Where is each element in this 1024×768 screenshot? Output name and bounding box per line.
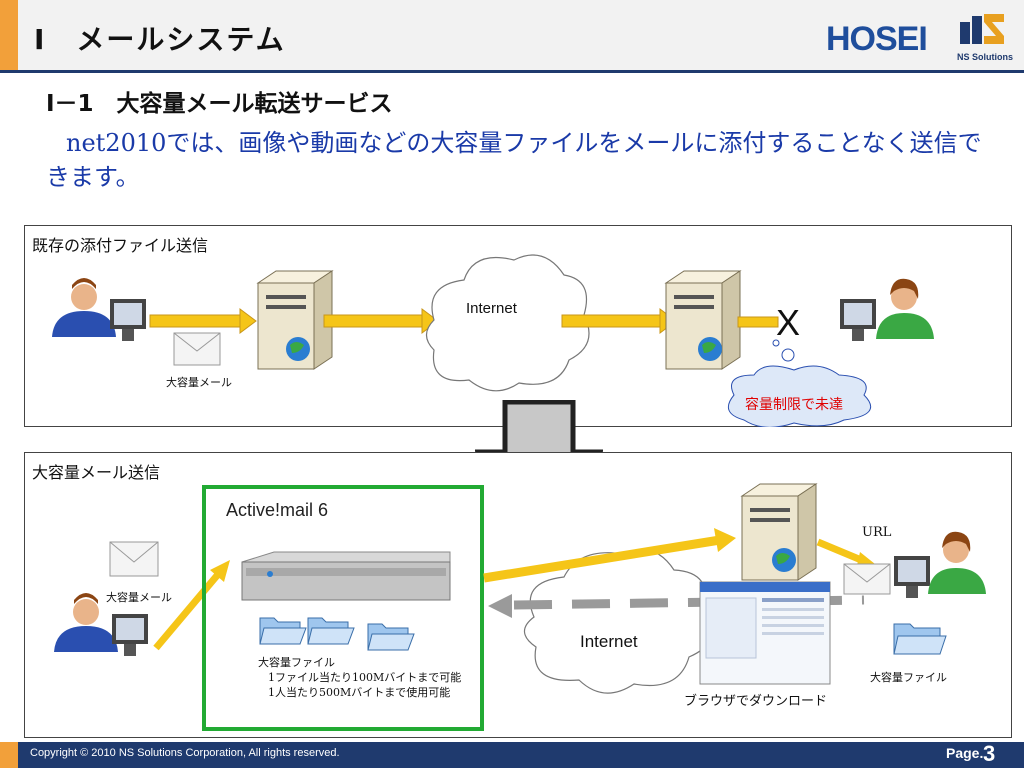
receiver-server-icon bbox=[664, 270, 742, 370]
bottom-receiver-person-icon bbox=[894, 531, 986, 598]
bottom-mail-label: 大容量メール bbox=[106, 591, 172, 604]
panel-existing-title: 既存の添付ファイル送信 bbox=[32, 236, 209, 255]
large-file-label: 大容量ファイル bbox=[258, 656, 335, 669]
internet-cloud bbox=[425, 254, 590, 392]
bottom-envelope-icon bbox=[109, 541, 159, 577]
arrow-activemail-to-server bbox=[483, 528, 736, 583]
limit-label: 容量制限で未達 bbox=[745, 397, 843, 413]
received-file-label: 大容量ファイル bbox=[870, 671, 947, 684]
sender-server-icon bbox=[256, 270, 334, 370]
footer-accent bbox=[0, 742, 18, 768]
arrow-blocked bbox=[737, 316, 779, 328]
page-title: Ⅰ メールシステム bbox=[34, 23, 286, 56]
user-limit-note: 1人当たり500Mバイトまで使用可能 bbox=[268, 686, 451, 699]
page-number: 3 bbox=[983, 741, 996, 766]
activemail-appliance-icon bbox=[241, 551, 451, 601]
arrow-server-to-internet bbox=[323, 308, 439, 334]
folder-icon-2 bbox=[307, 617, 355, 645]
folder-icon-1 bbox=[259, 617, 307, 645]
existing-mail-label: 大容量メール bbox=[166, 376, 232, 389]
browser-window-icon bbox=[699, 581, 831, 685]
copyright-text: Copyright © 2010 NS Solutions Corporatio… bbox=[30, 747, 340, 759]
lead-text: net2010では、画像や動画などの大容量ファイルをメールに添付することなく送信… bbox=[46, 129, 982, 191]
limit-bubble bbox=[727, 365, 872, 427]
thought-dot-small bbox=[772, 339, 780, 347]
existing-flow-diagram bbox=[52, 254, 934, 427]
activemail-frame bbox=[202, 485, 484, 731]
envelope-icon bbox=[173, 332, 221, 366]
title-accent bbox=[0, 0, 18, 70]
title-bar bbox=[0, 0, 1024, 73]
footer-bar bbox=[0, 742, 1024, 768]
browser-download-label: ブラウザでダウンロード bbox=[684, 694, 828, 709]
section-subtitle: Ⅰ－1 大容量メール転送サービス bbox=[46, 91, 393, 117]
remote-server-icon bbox=[740, 483, 818, 581]
page-label: Page. bbox=[946, 745, 984, 761]
arrow-sender-to-server bbox=[149, 308, 257, 334]
file-limit-note: 1ファイル当たり100Mバイトまで可能 bbox=[268, 671, 462, 684]
blocked-mark: X bbox=[776, 302, 801, 343]
panel-large-mail-title: 大容量メール送信 bbox=[32, 463, 161, 482]
large-mail-flow-diagram bbox=[54, 483, 986, 731]
arrow-sender-to-activemail bbox=[153, 560, 230, 651]
folder-icon-3 bbox=[367, 623, 415, 651]
activemail-logo: Active!mail 6 bbox=[226, 500, 328, 521]
thought-dot-large bbox=[781, 348, 795, 362]
sender-person-icon bbox=[52, 278, 146, 341]
receiver-envelope-icon bbox=[843, 563, 891, 595]
receiver-person-icon bbox=[840, 278, 934, 341]
url-label: URL bbox=[862, 525, 892, 540]
ns-solutions-logo: NS Solutions bbox=[954, 8, 1016, 66]
ns-logo-text: NS Solutions bbox=[957, 52, 1013, 62]
received-folder-icon bbox=[893, 623, 947, 655]
bottom-sender-person-icon bbox=[54, 593, 148, 656]
hosei-logo: HOSEI bbox=[826, 20, 928, 58]
panel-large-mail bbox=[24, 452, 1012, 738]
existing-internet-label: Internet bbox=[466, 300, 517, 317]
activemail-logo-text: Active!mail 6 bbox=[226, 500, 329, 520]
bottom-internet-label: Internet bbox=[580, 632, 638, 651]
